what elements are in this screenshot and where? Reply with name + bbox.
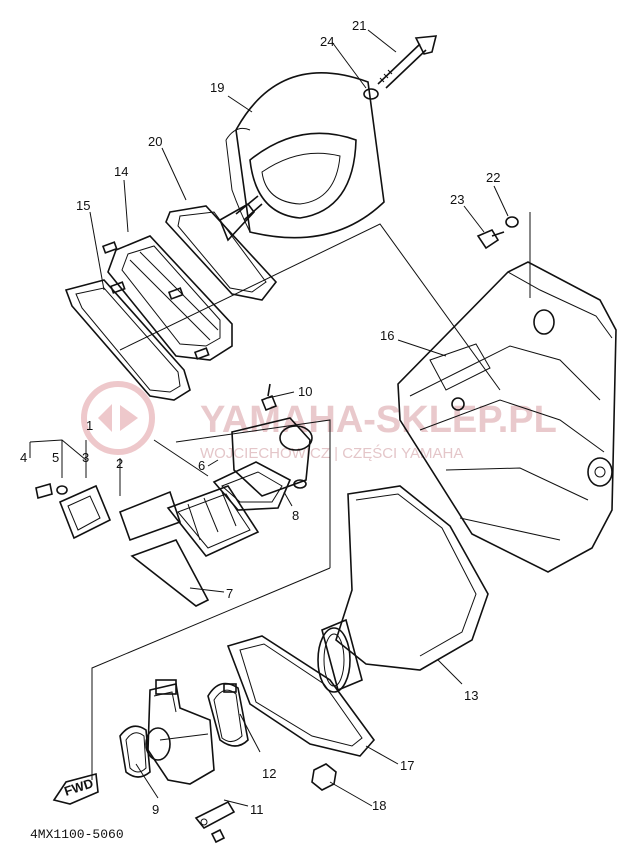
part-10-screw <box>260 383 278 412</box>
callout-16: 16 <box>380 328 394 343</box>
callout-18: 18 <box>372 798 386 813</box>
callout-5: 5 <box>52 450 59 465</box>
part-23-bolt <box>476 228 505 250</box>
part-19-filter <box>225 72 385 239</box>
part-16-airbox <box>397 261 617 573</box>
callout-22: 22 <box>486 170 500 185</box>
leader-lines <box>89 29 531 807</box>
watermark-tuning-fork-icon <box>98 404 138 432</box>
callout-10: 10 <box>298 384 312 399</box>
part-11-bracket <box>194 800 236 844</box>
figure-code: 4MX1100-5060 <box>30 827 124 842</box>
part-22-washer <box>505 216 519 228</box>
callout-21: 21 <box>352 18 366 33</box>
callout-19: 19 <box>210 80 224 95</box>
part-12-clamp <box>207 682 249 747</box>
callout-23: 23 <box>450 192 464 207</box>
callout-24: 24 <box>320 34 334 49</box>
callout-14: 14 <box>114 164 128 179</box>
callout-labels: 21 24 19 20 14 15 22 23 16 10 1 4 5 3 2 … <box>20 18 500 817</box>
part-15-gasket <box>64 279 191 401</box>
part-9-clamp <box>119 725 151 778</box>
carburetor <box>145 679 215 785</box>
part-17-plate <box>226 635 376 757</box>
watermark-subtitle: WOJCIECHOWICZ | CZĘŚCI YAMAHA <box>200 444 463 462</box>
part-21-bolt <box>377 35 438 89</box>
callout-11: 11 <box>250 802 264 817</box>
callout-4: 4 <box>20 450 27 465</box>
part-24-washer <box>363 88 379 100</box>
reed-valve-assembly <box>29 439 260 607</box>
watermark: YAMAHA-SKLEP.PL WOJCIECHOWICZ | CZĘŚCI Y… <box>81 381 557 462</box>
callout-17: 17 <box>400 758 414 773</box>
callout-3: 3 <box>82 450 89 465</box>
callout-9: 9 <box>152 802 159 817</box>
callout-8: 8 <box>292 508 299 523</box>
callout-20: 20 <box>148 134 162 149</box>
callout-15: 15 <box>76 198 90 213</box>
watermark-title: YAMAHA-SKLEP.PL <box>200 399 557 441</box>
callout-1: 1 <box>86 418 93 433</box>
part-18-nut <box>311 763 337 791</box>
part-6-joint <box>212 417 313 511</box>
watermark-logo-icon <box>81 381 155 455</box>
callout-7: 7 <box>226 586 233 601</box>
callout-12: 12 <box>262 766 276 781</box>
part-20-filter-guide <box>165 195 278 301</box>
part-13-duct <box>317 485 489 693</box>
callout-2: 2 <box>116 456 123 471</box>
callout-6: 6 <box>198 458 205 473</box>
part-14-cage <box>101 235 233 361</box>
callout-13: 13 <box>464 688 478 703</box>
fwd-arrow-icon: FWD <box>52 772 99 805</box>
